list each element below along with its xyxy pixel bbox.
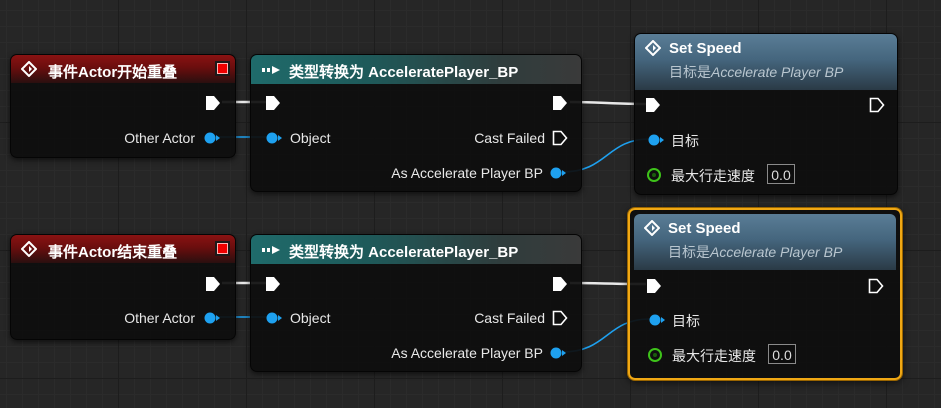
cast-node[interactable]: 类型转换为 AcceleratePlayer_BP Object Cast Fa… (250, 234, 582, 372)
max-walk-speed-input[interactable]: 0.0 (767, 164, 795, 184)
pin-label: As Accelerate Player BP (391, 165, 543, 181)
subtitle-target: Accelerate Player BP (710, 244, 843, 260)
exec-out-pin[interactable] (552, 276, 568, 292)
cast-arrow-icon (262, 246, 280, 254)
node-title: 类型转换为 AcceleratePlayer_BP (289, 64, 519, 81)
as-accelerate-player-pin[interactable] (549, 347, 567, 359)
max-walk-speed-input[interactable]: 0.0 (768, 344, 796, 364)
subtitle-target: Accelerate Player BP (711, 64, 844, 80)
event-diamond-icon (21, 61, 37, 77)
delegate-pin[interactable] (215, 241, 230, 256)
node-title: 事件Actor开始重叠 (48, 64, 178, 81)
pin-label: 最大行走速度 (671, 168, 755, 184)
node-header[interactable]: Set Speed 目标是Accelerate Player BP (634, 214, 896, 270)
subtitle-prefix: 目标是 (668, 244, 710, 260)
pin-label: As Accelerate Player BP (391, 345, 543, 361)
pin-label: 目标 (672, 313, 700, 329)
node-header[interactable]: 类型转换为 AcceleratePlayer_BP (251, 55, 581, 84)
set-speed-node[interactable]: Set Speed 目标是Accelerate Player BP 目标 最大行… (634, 33, 898, 195)
exec-in-pin[interactable] (646, 278, 662, 294)
as-accelerate-player-pin[interactable] (549, 167, 567, 179)
node-header[interactable]: 类型转换为 AcceleratePlayer_BP (251, 235, 581, 264)
cast-node[interactable]: 类型转换为 AcceleratePlayer_BP Object Cast Fa… (250, 54, 582, 192)
function-diamond-icon (644, 220, 660, 236)
target-pin[interactable] (648, 314, 666, 326)
target-pin[interactable] (647, 134, 665, 146)
node-title: 事件Actor结束重叠 (48, 244, 178, 261)
node-title: 类型转换为 AcceleratePlayer_BP (289, 244, 519, 261)
pin-label: 目标 (671, 133, 699, 149)
set-speed-node[interactable]: Set Speed 目标是Accelerate Player BP 目标 最大行… (628, 208, 902, 380)
exec-in-pin[interactable] (645, 97, 661, 113)
pin-label: 最大行走速度 (672, 348, 756, 364)
pin-label: Object (290, 310, 331, 326)
max-walk-speed-pin[interactable] (648, 348, 662, 362)
node-title: Set Speed (668, 220, 741, 237)
exec-in-pin[interactable] (265, 95, 281, 111)
exec-out-pin[interactable] (868, 278, 884, 294)
node-subtitle: 目标是Accelerate Player BP (669, 62, 843, 82)
object-pin[interactable] (265, 132, 283, 144)
exec-out-pin[interactable] (205, 95, 221, 111)
event-end-overlap-node[interactable]: 事件Actor结束重叠 Other Actor (10, 234, 236, 340)
node-header[interactable]: 事件Actor开始重叠 (11, 55, 235, 83)
function-diamond-icon (645, 40, 661, 56)
other-actor-pin[interactable] (203, 132, 221, 144)
cast-failed-pin[interactable] (552, 130, 568, 146)
pin-label: Other Actor (124, 310, 195, 326)
node-title: Set Speed (669, 40, 742, 57)
node-subtitle: 目标是Accelerate Player BP (668, 242, 842, 262)
cast-failed-pin[interactable] (552, 310, 568, 326)
delegate-pin[interactable] (215, 61, 230, 76)
other-actor-pin[interactable] (203, 312, 221, 324)
pin-label: Cast Failed (474, 130, 545, 146)
node-header[interactable]: 事件Actor结束重叠 (11, 235, 235, 263)
cast-arrow-icon (262, 66, 280, 74)
exec-in-pin[interactable] (265, 276, 281, 292)
pin-label: Object (290, 130, 331, 146)
exec-out-pin[interactable] (552, 95, 568, 111)
max-walk-speed-pin[interactable] (647, 168, 661, 182)
event-diamond-icon (21, 241, 37, 257)
subtitle-prefix: 目标是 (669, 64, 711, 80)
exec-out-pin[interactable] (205, 276, 221, 292)
node-header[interactable]: Set Speed 目标是Accelerate Player BP (635, 34, 897, 90)
object-pin[interactable] (265, 312, 283, 324)
pin-label: Cast Failed (474, 310, 545, 326)
event-begin-overlap-node[interactable]: 事件Actor开始重叠 Other Actor (10, 54, 236, 158)
exec-out-pin[interactable] (869, 97, 885, 113)
pin-label: Other Actor (124, 130, 195, 146)
